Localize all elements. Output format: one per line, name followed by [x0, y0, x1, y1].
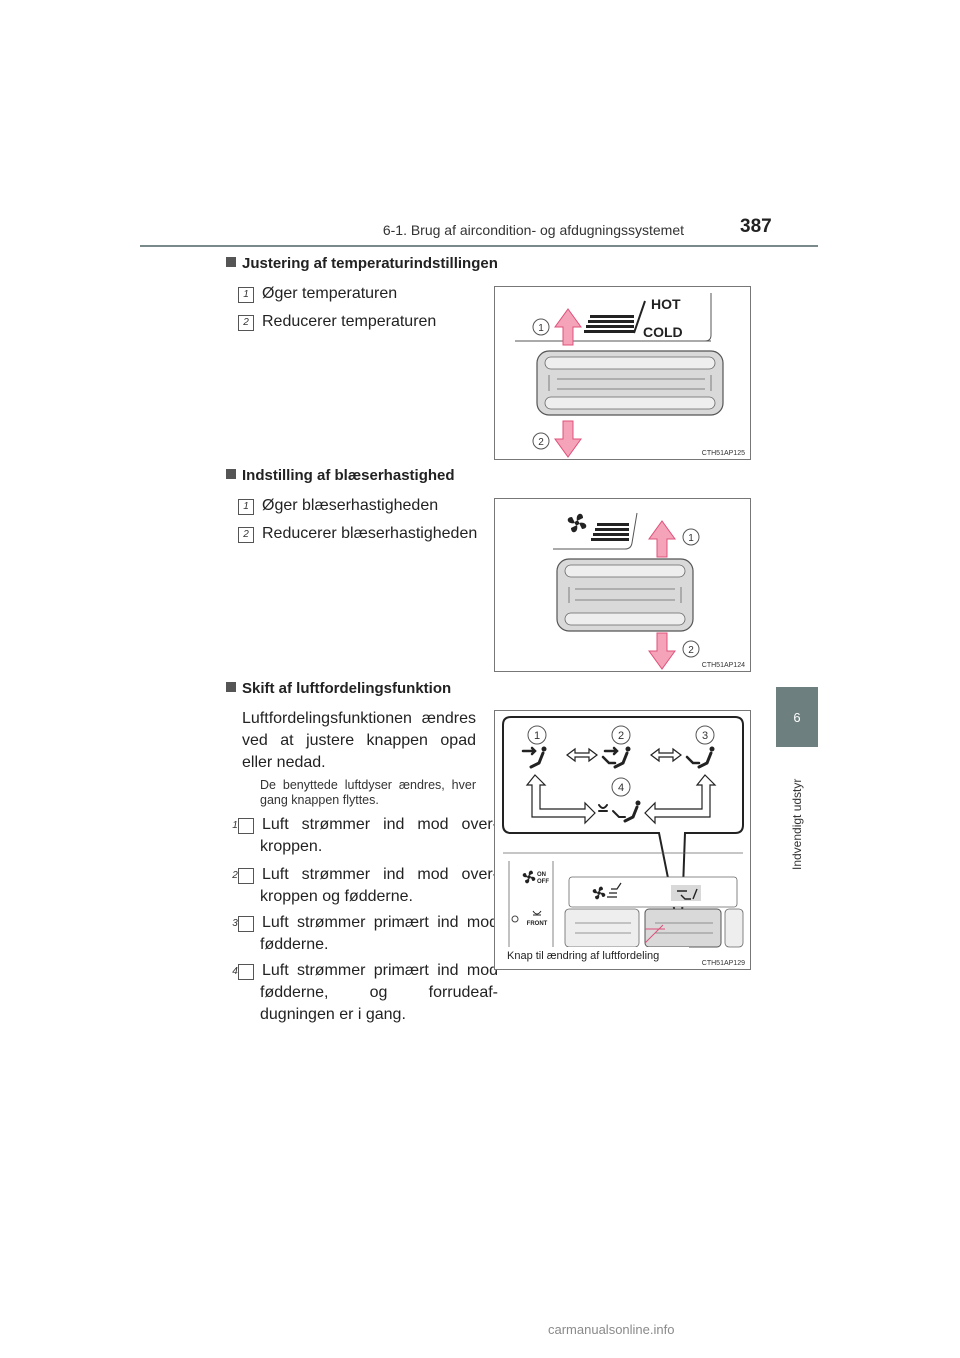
- arrow-down-icon: [554, 420, 582, 458]
- item-number: 1: [238, 287, 254, 303]
- figure-caption: Knap til ændring af luftfordeling: [507, 950, 659, 962]
- chapter-label: Indvendigt udstyr: [788, 758, 808, 870]
- marker-1: 1: [538, 323, 544, 334]
- fan-icon: [567, 513, 587, 533]
- air-mode-indicator-icon: [677, 888, 698, 900]
- item-text: Luft strømmer ind mod over-kroppen og fø…: [260, 866, 498, 905]
- item-number: 2: [238, 315, 254, 331]
- heading-bullet: [226, 469, 236, 479]
- cold-label: COLD: [643, 324, 683, 340]
- dist-heading-text: Skift af luftfordelingsfunktion: [242, 680, 452, 697]
- temp-item-2: 2 Reducerer temperaturen: [238, 311, 436, 333]
- bi-level-mode-icon: [601, 746, 631, 769]
- loop-arrow-icon: [644, 774, 717, 825]
- arrow-up-icon: [554, 308, 582, 346]
- chapter-number: 6: [793, 709, 801, 725]
- item-number: 4: [232, 964, 254, 980]
- item-number: 2: [232, 868, 254, 884]
- dist-item-3: 3 Luft strømmer primært ind mod fødderne.: [232, 912, 498, 956]
- item-text: Øger blæserhastigheden: [262, 497, 439, 514]
- foot-defog-mode-icon: [598, 800, 641, 823]
- dist-item-2: 2 Luft strømmer ind mod over-kroppen og f…: [232, 864, 498, 908]
- marker-2: 2: [618, 730, 624, 742]
- temp-item-1: 1 Øger temperaturen: [238, 283, 397, 305]
- foot-mode-icon: [685, 746, 715, 769]
- dist-note: De benyttede luftdyser ændres, hver gang…: [260, 778, 476, 807]
- fan-illustration: 1 2 CTH51AP124: [553, 512, 745, 670]
- chapter-tab: 6: [776, 687, 818, 747]
- figure-code: CTH51AP124: [702, 662, 745, 669]
- item-text: Øger temperaturen: [262, 285, 398, 302]
- marker-2: 2: [688, 645, 694, 656]
- fan-heading: Indstilling af blæserhastighed: [226, 467, 455, 484]
- ac-on-off-button[interactable]: ON OFF: [522, 870, 550, 885]
- item-number: 3: [232, 916, 254, 932]
- dist-intro: Luftfordelingsfunktionen ændres ved at j…: [242, 710, 476, 771]
- item-number: 1: [232, 818, 254, 834]
- dist-item-1: 1 Luft strømmer ind mod over-kroppen.: [232, 814, 498, 858]
- fan-item-2: 2 Reducerer blæserhastigheden: [238, 523, 477, 545]
- switch-arrow-icon: [650, 747, 682, 763]
- header-divider: [140, 245, 818, 247]
- fan-control-panel[interactable]: [556, 558, 694, 632]
- on-label: ON: [537, 872, 546, 878]
- fan-icon: [592, 886, 606, 900]
- item-text: Luft strømmer primært ind mod fødderne, …: [260, 962, 498, 1023]
- item-number: 2: [238, 527, 254, 543]
- heading-bullet: [226, 257, 236, 267]
- fan-icon: [522, 870, 536, 884]
- front-label: FRONT: [527, 921, 548, 927]
- item-text: Luft strømmer primært ind mod fødderne.: [260, 914, 498, 953]
- fan-heading-text: Indstilling af blæserhastighed: [242, 467, 455, 484]
- hot-label: HOT: [651, 296, 681, 312]
- figure-code: CTH51AP125: [702, 450, 745, 457]
- switch-arrow-icon: [566, 747, 598, 763]
- fan-figure: 1 2 CTH51AP124: [494, 498, 751, 672]
- marker-1: 1: [688, 533, 694, 544]
- air-distribution-illustration: 1 2 3 4: [502, 716, 745, 967]
- temp-heading: Justering af temperaturindstillingen: [226, 255, 498, 272]
- dist-item-4: 4 Luft strømmer primært ind mod fødderne,…: [232, 960, 498, 1026]
- marker-1: 1: [534, 730, 540, 742]
- marker-3: 3: [702, 730, 708, 742]
- arrow-down-icon: [648, 632, 676, 670]
- off-label: OFF: [537, 879, 549, 885]
- face-mode-icon: [521, 746, 547, 769]
- marker-4: 4: [618, 782, 624, 794]
- item-number: 1: [238, 499, 254, 515]
- watermark: carmanualsonline.info: [548, 1322, 675, 1337]
- temperature-control-panel[interactable]: [536, 350, 724, 416]
- item-text: Reducerer temperaturen: [262, 313, 437, 330]
- item-text: Reducerer blæserhastigheden: [262, 525, 478, 542]
- loop-arrow-icon: [525, 774, 596, 825]
- temperature-illustration: HOT COLD 1 2 CTH51AP125: [515, 293, 745, 458]
- dist-heading: Skift af luftfordelingsfunktion: [226, 680, 451, 697]
- heading-bullet: [226, 682, 236, 692]
- air-distribution-figure: 1 2 3 4: [494, 710, 751, 970]
- temperature-figure: HOT COLD 1 2 CTH51AP125: [494, 286, 751, 460]
- temp-heading-text: Justering af temperaturindstillingen: [242, 255, 498, 272]
- marker-2: 2: [538, 437, 544, 448]
- figure-code: CTH51AP129: [702, 960, 745, 967]
- air-distribution-knob[interactable]: [644, 908, 722, 948]
- front-defogger-button[interactable]: FRONT: [527, 910, 548, 927]
- item-text: Luft strømmer ind mod over-kroppen.: [260, 816, 498, 855]
- arrow-up-icon: [648, 520, 676, 558]
- page-number: 387: [740, 216, 772, 237]
- fan-speed-gradient-icon: [591, 523, 629, 541]
- chapter-label-text: Indvendigt udstyr: [790, 778, 804, 870]
- section-title: 6-1. Brug af aircondition- og afdugnings…: [382, 222, 684, 238]
- temperature-gradient-icon: [584, 300, 646, 334]
- fan-item-1: 1 Øger blæserhastigheden: [238, 495, 438, 517]
